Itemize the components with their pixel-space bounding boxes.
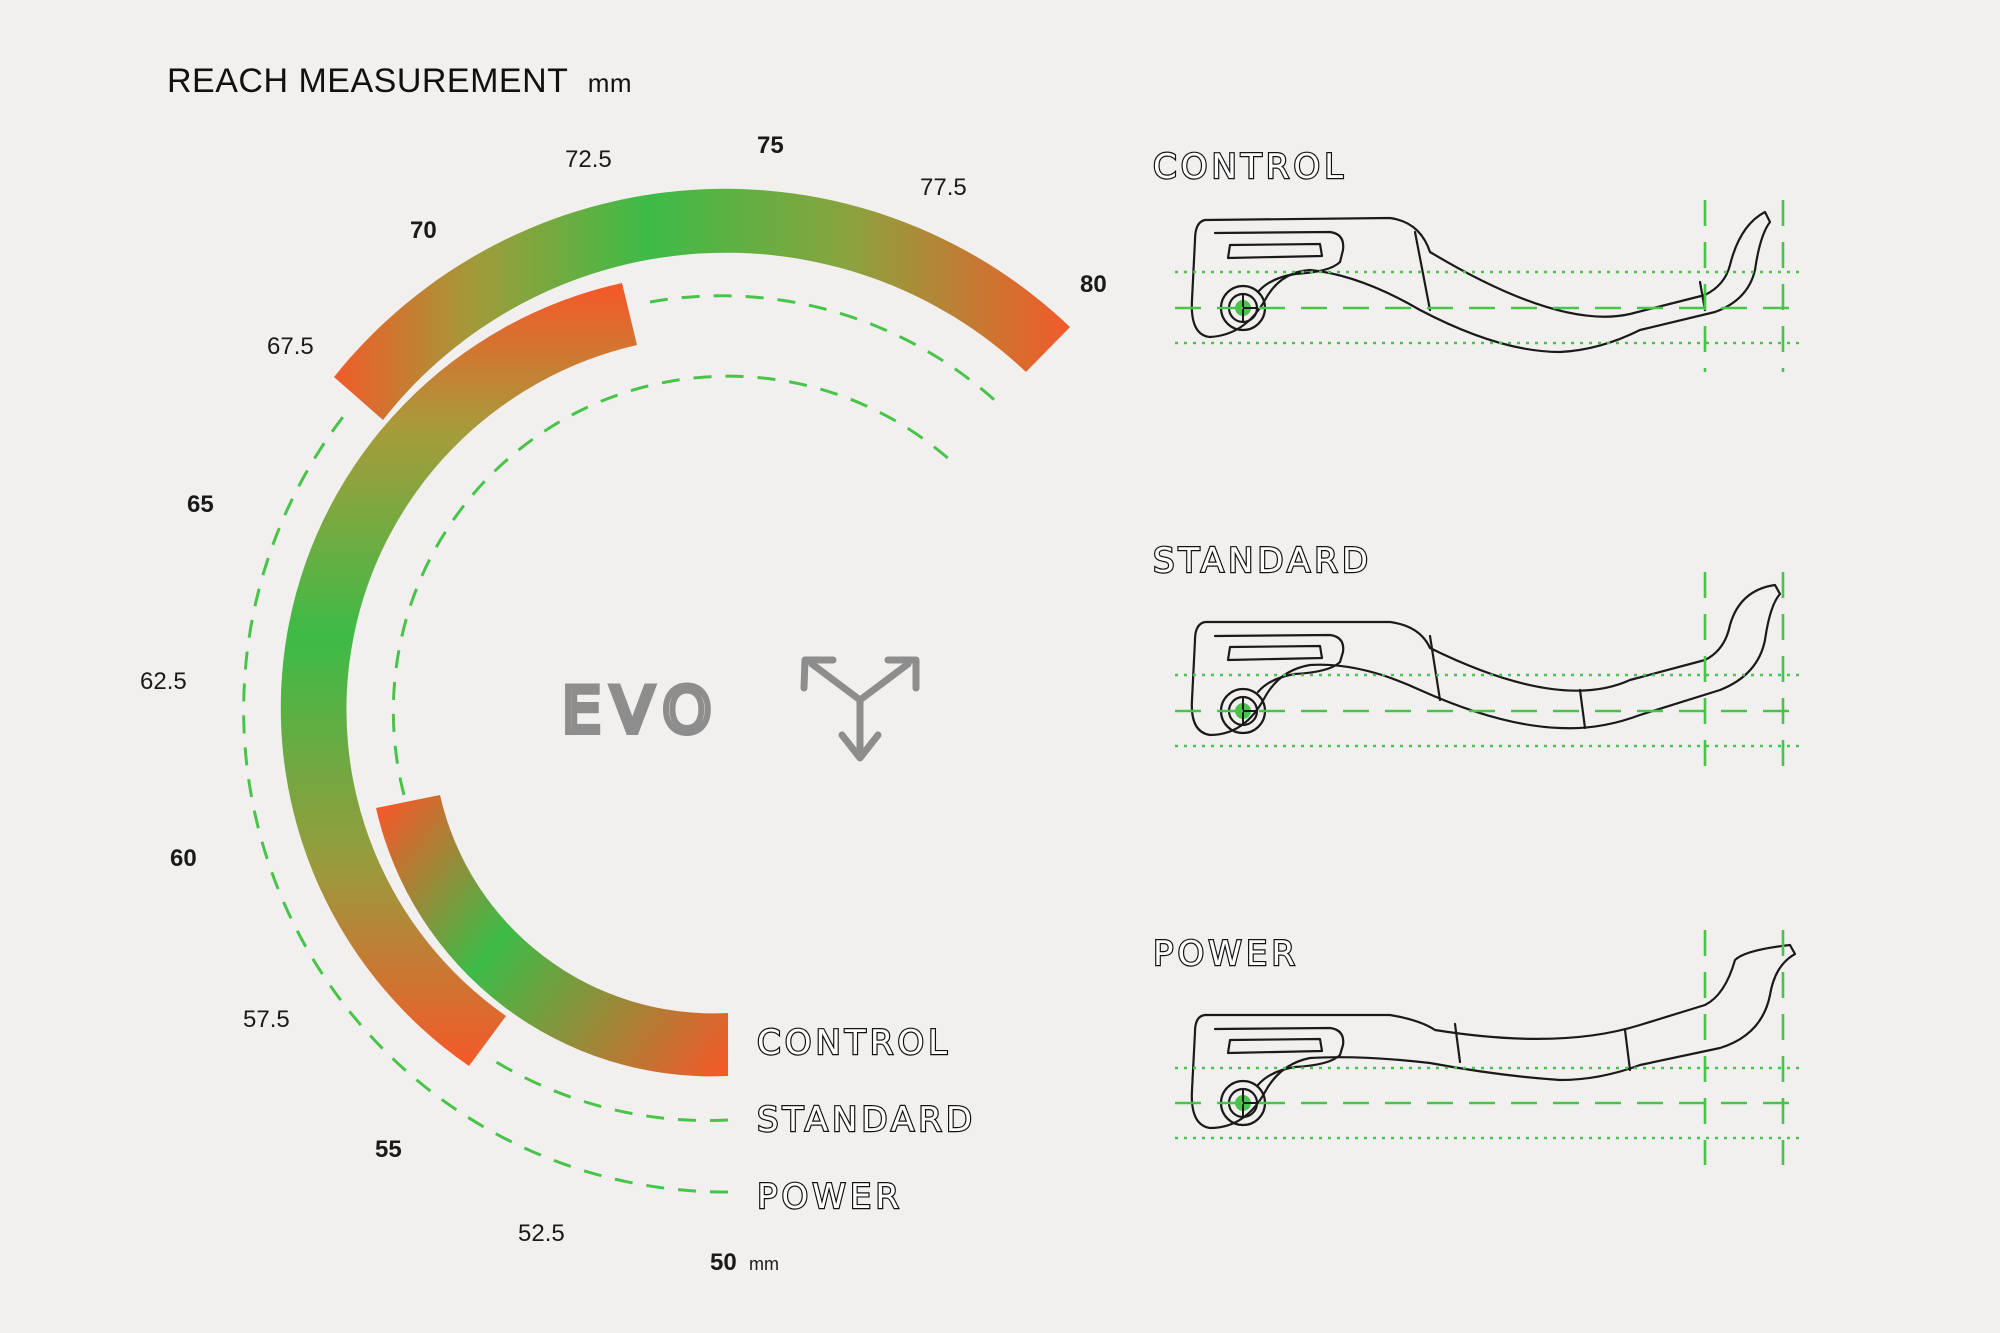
page-title: REACH MEASUREMENT mm	[167, 62, 632, 100]
page-title-text: REACH MEASUREMENT	[167, 62, 568, 100]
tick-62-5: 62.5	[140, 668, 187, 695]
legend-control: CONTROL	[757, 1023, 951, 1063]
lever-control-label: CONTROL	[1153, 147, 1347, 187]
tick-72-5: 72.5	[565, 146, 612, 173]
tick-50-unit: mm	[749, 1254, 779, 1274]
power-reach-band	[334, 188, 1070, 420]
control-dashed-arc	[391, 374, 951, 796]
standard-reach-band	[280, 283, 637, 1066]
evo-logo: EVO	[559, 656, 920, 762]
legend-standard: STANDARD	[757, 1100, 976, 1140]
legend-power: POWER	[757, 1177, 903, 1217]
tick-60: 60	[170, 845, 197, 872]
power-dashed-arc	[242, 407, 729, 1194]
tick-50: 50	[710, 1249, 737, 1276]
tick-77-5: 77.5	[920, 174, 967, 201]
tick-55: 55	[375, 1136, 402, 1163]
reach-gauge: 50 mm 52.5 55 57.5 60 62.5 65 67.5 70 72…	[140, 132, 1107, 1276]
lever-control: CONTROL	[1152, 146, 1800, 372]
tick-70: 70	[410, 217, 437, 244]
lever-power-label: POWER	[1153, 934, 1299, 974]
standard-dashed-arc-inner	[649, 294, 1002, 407]
page-title-unit: mm	[588, 68, 632, 98]
lever-standard-label: STANDARD	[1153, 541, 1372, 581]
evo-arrows-icon	[800, 656, 920, 762]
tick-80: 80	[1080, 271, 1107, 298]
tick-52-5: 52.5	[518, 1220, 565, 1247]
evo-logo-text: EVO	[562, 674, 721, 747]
tick-57-5: 57.5	[243, 1006, 290, 1033]
lever-standard: STANDARD	[1152, 540, 1800, 775]
lever-power: POWER	[1152, 930, 1800, 1165]
tick-65: 65	[187, 491, 214, 518]
control-reach-band	[376, 795, 728, 1077]
tick-75: 75	[757, 132, 784, 159]
tick-67-5: 67.5	[267, 333, 314, 360]
